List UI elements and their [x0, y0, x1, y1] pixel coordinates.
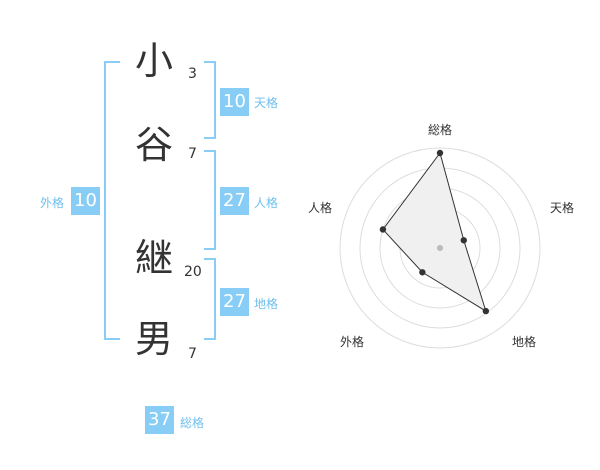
name-char-4: 男: [134, 317, 173, 361]
radar-point-1: [436, 149, 444, 157]
stroke-count-2: 7: [188, 146, 197, 162]
radar-ring: [339, 147, 541, 349]
chikaku-label: 地格: [254, 297, 279, 311]
soukaku-value-badge: 37: [145, 406, 174, 434]
name-char-3: 継: [134, 236, 173, 280]
fortune-radar-chart: 総格 天格 地格 外格 人格: [308, 122, 574, 349]
stroke-count-4: 7: [188, 346, 197, 362]
tenkaku-value-badge: 10: [220, 88, 249, 116]
radar-center-dot: [437, 245, 443, 251]
gaikaku-bracket: [104, 61, 120, 340]
stroke-count-3: 20: [184, 264, 202, 280]
tenkaku-label: 天格: [254, 96, 279, 110]
radar-point-3: [482, 307, 490, 315]
jinkaku-label: 人格: [254, 196, 279, 210]
soukaku-label: 総格: [180, 416, 205, 430]
radar-polygon: [382, 151, 487, 313]
radar-point-5: [379, 226, 387, 233]
radar-axis-label-chikaku: 地格: [512, 334, 536, 349]
radar-axis-label-jinkaku: 人格: [308, 200, 332, 215]
radar-axis-label-tenkaku: 天格: [550, 200, 574, 215]
name-char-2: 谷: [134, 123, 173, 167]
jinkaku-value-badge: 27: [220, 187, 249, 215]
jinkaku-bracket: [204, 150, 216, 250]
radar-point-4: [419, 269, 426, 276]
radar-points: [379, 149, 490, 315]
radar-axis-label-soukaku: 総格: [428, 122, 452, 137]
stroke-count-1: 3: [188, 66, 197, 82]
chikaku-bracket: [204, 258, 216, 340]
tenkaku-bracket: [204, 61, 216, 139]
name-char-1: 小: [134, 39, 173, 83]
gaikaku-value-badge: 10: [71, 187, 100, 215]
chikaku-value-badge: 27: [220, 288, 249, 316]
radar-axis-label-gaikaku: 外格: [340, 334, 364, 349]
gaikaku-label: 外格: [40, 196, 65, 210]
radar-point-2: [460, 237, 467, 244]
